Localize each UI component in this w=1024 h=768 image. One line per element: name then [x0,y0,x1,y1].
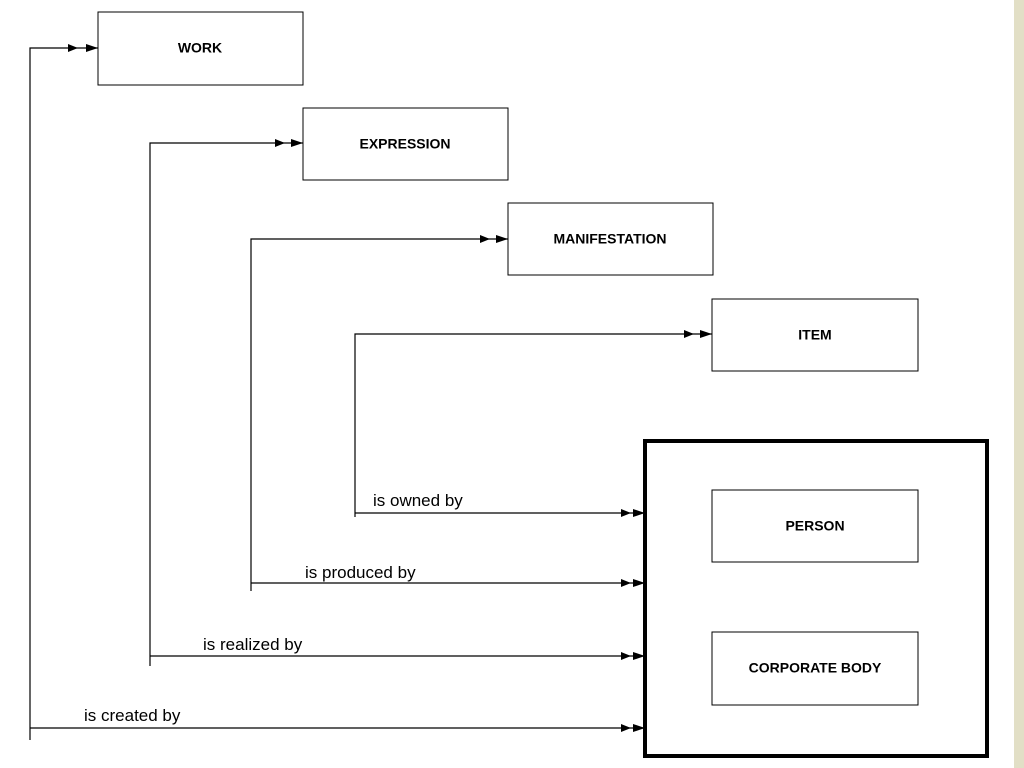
created-by-connector: is created by [29,44,645,740]
produced-by-connector: is produced by [250,235,645,591]
realized-by-connector: is realized by [149,139,645,666]
manifestation-entity: MANIFESTATION [507,202,714,276]
corporate-body-entity: CORPORATE BODY [711,631,919,706]
owned-by-connector: is owned by [354,330,712,517]
expression-label: EXPRESSION [359,136,450,152]
corporate-body-label: CORPORATE BODY [749,660,882,676]
person-label: PERSON [785,518,844,534]
manifestation-label: MANIFESTATION [553,231,666,247]
produced-by-label: is produced by [305,563,416,582]
work-label: WORK [178,40,222,56]
slide-border [1014,0,1024,768]
work-entity: WORK [97,11,304,86]
item-label: ITEM [798,327,831,343]
expression-entity: EXPRESSION [302,107,509,181]
owned-by-label: is owned by [373,491,463,510]
person-entity: PERSON [711,489,919,563]
item-entity: ITEM [711,298,919,372]
created-by-label: is created by [84,706,181,725]
responsible-entities-group [643,439,989,758]
realized-by-label: is realized by [203,635,303,654]
